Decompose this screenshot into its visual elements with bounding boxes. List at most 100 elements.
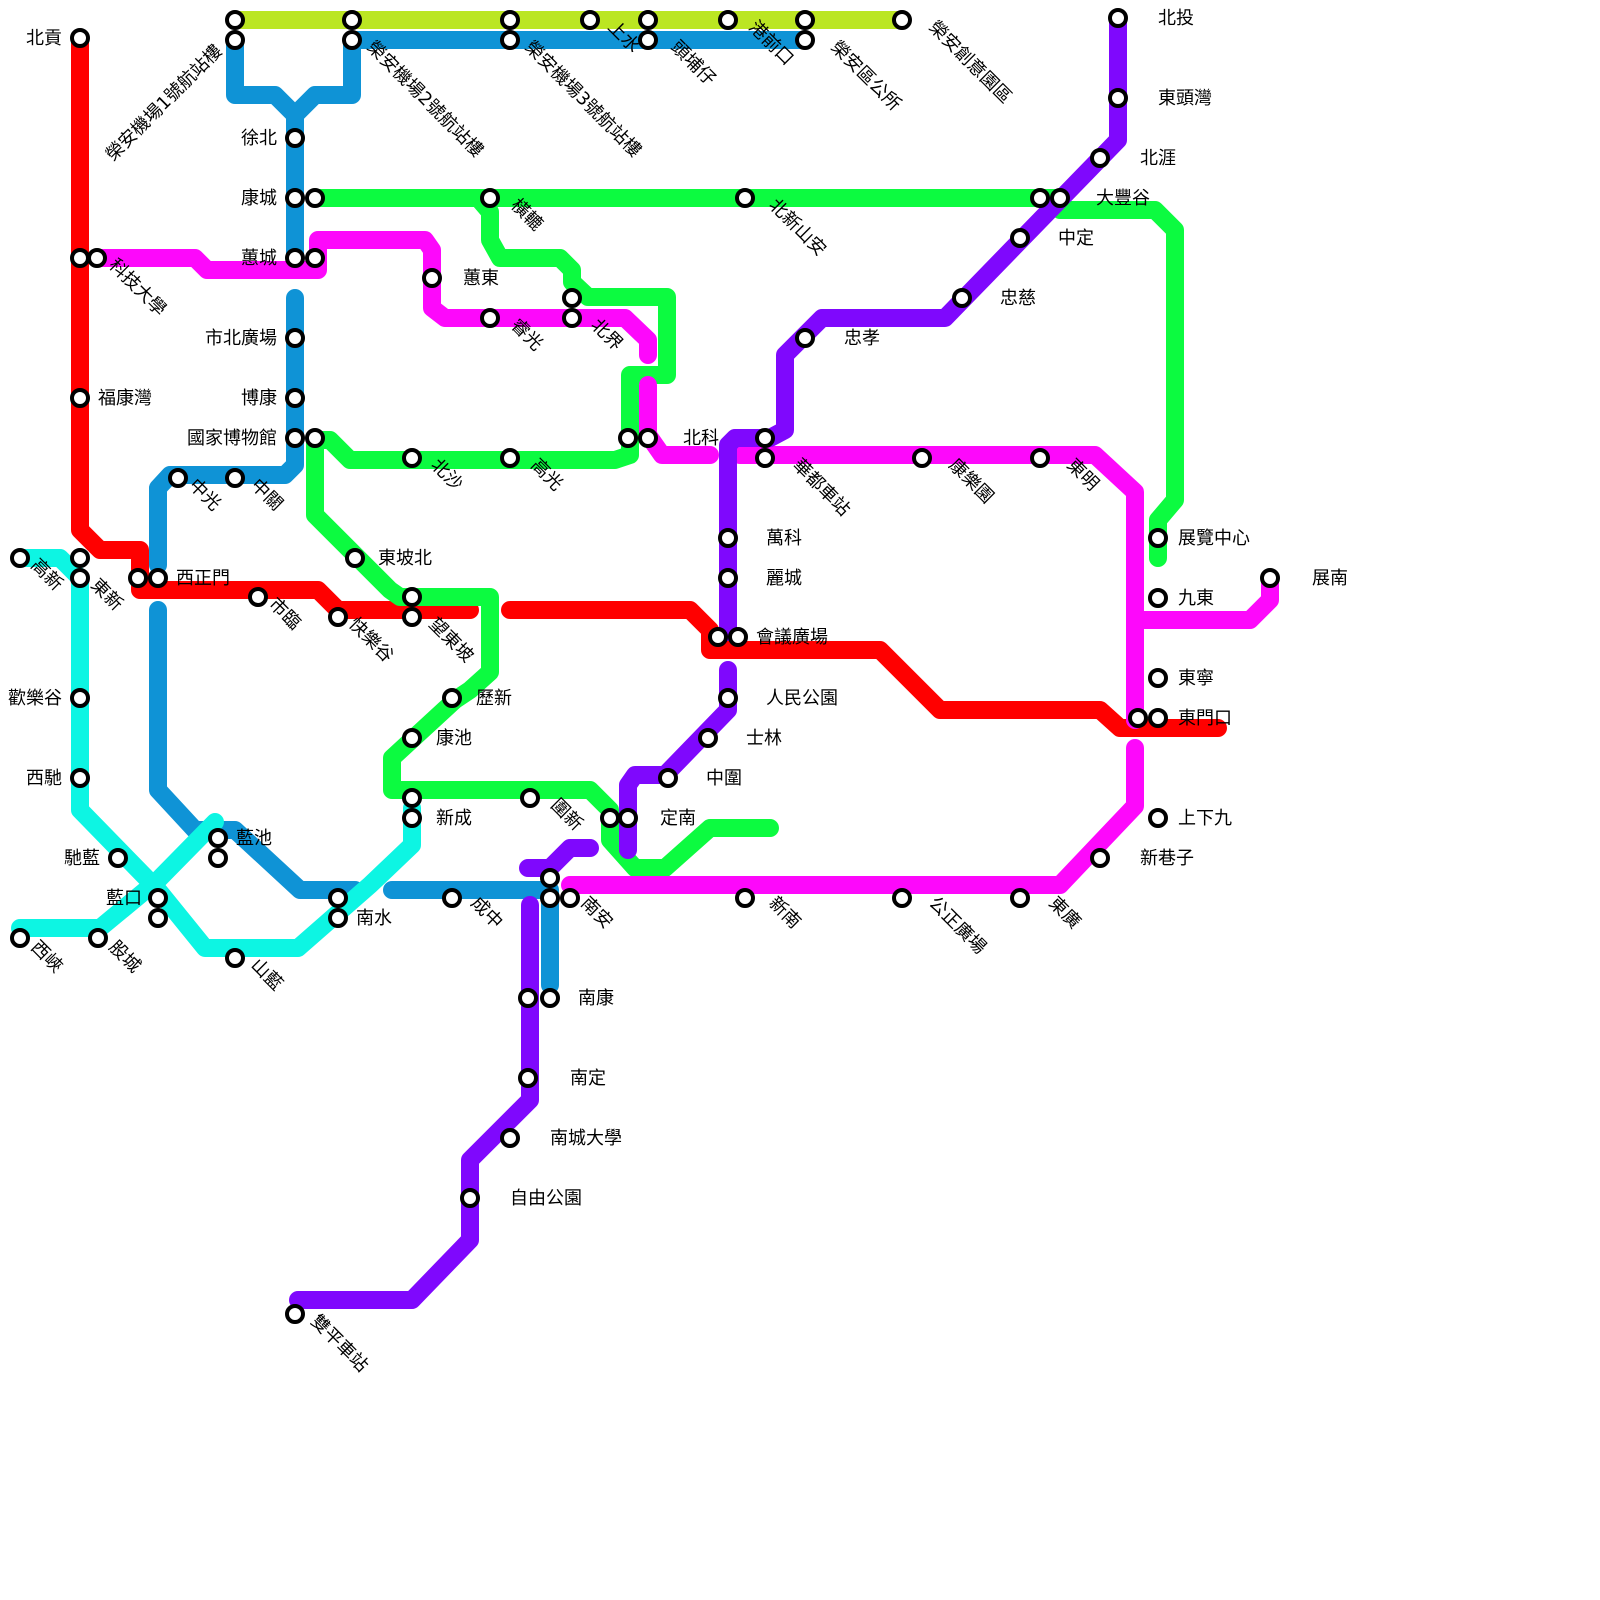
station-label-beigong[interactable]: 北貢 [26, 28, 62, 49]
station-marker[interactable] [285, 328, 305, 348]
station-marker[interactable] [540, 868, 560, 888]
station-marker[interactable] [328, 888, 348, 908]
station-marker[interactable] [402, 607, 422, 627]
station-marker[interactable] [562, 288, 582, 308]
station-marker[interactable] [10, 928, 30, 948]
station-marker[interactable] [795, 328, 815, 348]
station-label-lixin[interactable]: 歷新 [476, 688, 512, 709]
station-marker[interactable] [285, 188, 305, 208]
station-marker[interactable] [480, 308, 500, 328]
station-label-renmin[interactable]: 人民公園 [766, 688, 838, 709]
station-label-chilan[interactable]: 馳藍 [64, 848, 100, 869]
station-marker[interactable] [148, 568, 168, 588]
station-label-dongning[interactable]: 東寧 [1178, 668, 1214, 689]
station-marker[interactable] [225, 948, 245, 968]
station-marker[interactable] [1010, 228, 1030, 248]
station-marker[interactable] [618, 808, 638, 828]
station-marker[interactable] [1148, 528, 1168, 548]
station-label-gucheng[interactable]: 股城 [104, 937, 144, 977]
station-marker[interactable] [108, 848, 128, 868]
station-marker[interactable] [345, 548, 365, 568]
station-label-gongzheng[interactable]: 公正廣場 [924, 893, 990, 959]
station-marker[interactable] [70, 548, 90, 568]
station-label-fukangwan[interactable]: 福康灣 [98, 388, 152, 409]
station-label-xinnan[interactable]: 新南 [764, 893, 804, 933]
station-marker[interactable] [402, 448, 422, 468]
station-label-zhannan[interactable]: 展南 [1312, 568, 1348, 589]
station-label-dongmenkou[interactable]: 東門口 [1178, 708, 1232, 729]
station-marker[interactable] [892, 10, 912, 30]
station-label-beike[interactable]: 北科 [683, 428, 719, 449]
station-label-dingnan[interactable]: 定南 [660, 808, 696, 829]
station-label-dongtouwan[interactable]: 東頭灣 [1158, 88, 1212, 109]
station-label-zhongwei[interactable]: 中圍 [706, 768, 742, 789]
station-marker[interactable] [500, 10, 520, 30]
station-marker[interactable] [1260, 568, 1280, 588]
station-marker[interactable] [1090, 848, 1110, 868]
station-marker[interactable] [728, 627, 748, 647]
station-label-kangcheng[interactable]: 康城 [241, 188, 277, 209]
station-label-yuanxin[interactable]: 圍新 [546, 795, 586, 835]
station-label-museum[interactable]: 國家博物館 [187, 428, 277, 449]
station-label-huicheng[interactable]: 蕙城 [241, 248, 277, 269]
station-label-shilin_r[interactable]: 市臨 [264, 594, 304, 634]
station-marker[interactable] [1010, 888, 1030, 908]
station-label-lanchi[interactable]: 藍池 [236, 828, 272, 849]
station-marker[interactable] [460, 1188, 480, 1208]
station-marker[interactable] [402, 587, 422, 607]
station-marker[interactable] [718, 688, 738, 708]
station-label-zhanlan[interactable]: 展覽中心 [1178, 528, 1250, 549]
station-marker[interactable] [892, 888, 912, 908]
station-marker[interactable] [600, 808, 620, 828]
station-label-dafenggu[interactable]: 大豐谷 [1096, 188, 1150, 209]
station-label-nanshui[interactable]: 南水 [356, 908, 392, 929]
station-marker[interactable] [285, 428, 305, 448]
station-marker[interactable] [1108, 88, 1128, 108]
station-marker[interactable] [305, 248, 325, 268]
station-marker[interactable] [328, 908, 348, 928]
station-marker[interactable] [795, 30, 815, 50]
station-label-nancheng[interactable]: 南城大學 [550, 1128, 622, 1149]
station-marker[interactable] [580, 10, 600, 30]
station-label-shibei[interactable]: 市北廣場 [205, 328, 277, 349]
station-label-kangchi[interactable]: 康池 [436, 728, 472, 749]
station-label-xichi[interactable]: 西馳 [26, 768, 62, 789]
station-marker[interactable] [225, 10, 245, 30]
station-marker[interactable] [638, 30, 658, 50]
station-label-ziyou[interactable]: 自由公園 [510, 1188, 582, 1209]
station-label-bokang[interactable]: 博康 [241, 388, 277, 409]
station-marker[interactable] [285, 248, 305, 268]
station-label-rongan_chuangyi[interactable]: 榮安創意園區 [924, 17, 1015, 108]
station-marker[interactable] [755, 428, 775, 448]
station-label-dongpobei[interactable]: 東坡北 [378, 548, 432, 569]
station-marker[interactable] [402, 788, 422, 808]
station-marker[interactable] [70, 568, 90, 588]
station-marker[interactable] [1148, 708, 1168, 728]
station-label-zhongxiao[interactable]: 忠孝 [844, 328, 880, 349]
station-marker[interactable] [70, 768, 90, 788]
station-marker[interactable] [1090, 148, 1110, 168]
station-label-nanan[interactable]: 南安 [576, 893, 616, 933]
station-label-shanlan[interactable]: 山藍 [246, 955, 286, 995]
station-label-licheng[interactable]: 麗城 [766, 568, 802, 589]
station-marker[interactable] [305, 188, 325, 208]
station-label-donguang[interactable]: 東廣 [1044, 893, 1084, 933]
station-label-jiudong[interactable]: 九東 [1178, 588, 1214, 609]
station-marker[interactable] [1148, 668, 1168, 688]
station-marker[interactable] [225, 468, 245, 488]
station-marker[interactable] [520, 788, 540, 808]
station-marker[interactable] [562, 308, 582, 328]
station-marker[interactable] [148, 908, 168, 928]
station-marker[interactable] [1030, 448, 1050, 468]
station-marker[interactable] [442, 688, 462, 708]
station-label-huanlegu[interactable]: 歡樂谷 [8, 688, 62, 709]
station-label-beitou[interactable]: 北投 [1158, 8, 1194, 29]
station-marker[interactable] [88, 928, 108, 948]
station-marker[interactable] [442, 888, 462, 908]
station-marker[interactable] [500, 448, 520, 468]
station-marker[interactable] [755, 448, 775, 468]
station-marker[interactable] [1148, 588, 1168, 608]
station-marker[interactable] [708, 627, 728, 647]
station-marker[interactable] [518, 1068, 538, 1088]
station-marker[interactable] [148, 888, 168, 908]
